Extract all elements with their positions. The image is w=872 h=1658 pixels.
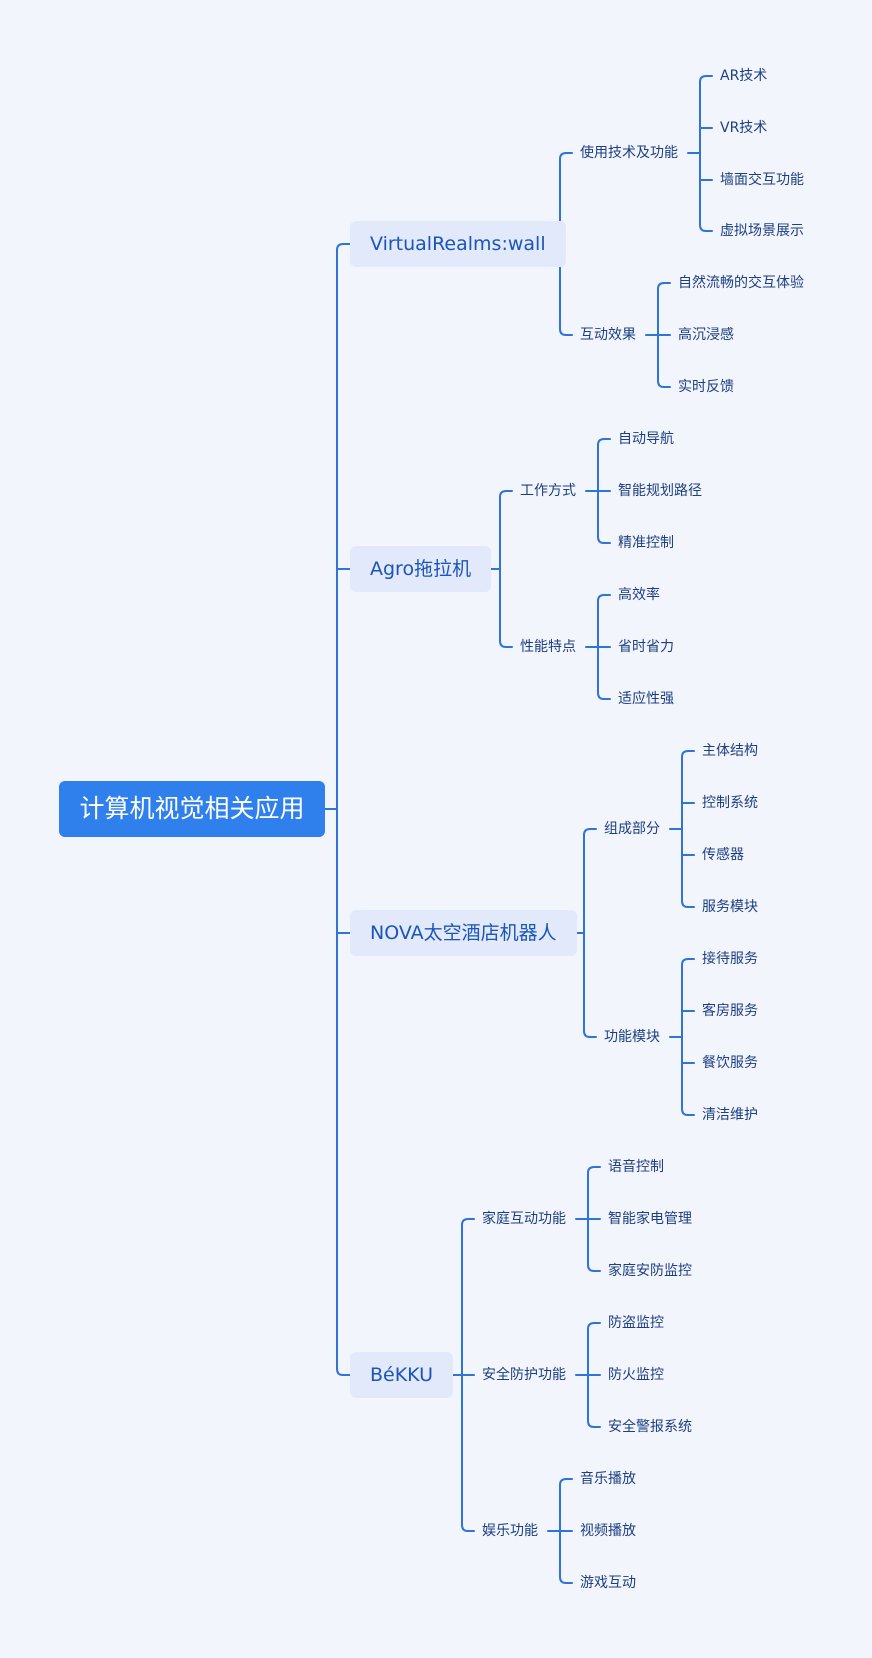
connector-line [583, 1030, 597, 1038]
connector-line [597, 692, 611, 700]
connector-line [336, 1368, 351, 1376]
leaf-topic[interactable]: 语音控制 [608, 1159, 664, 1175]
leaf-topic[interactable]: 实时反馈 [678, 379, 734, 395]
leaf-topic[interactable]: 高效率 [618, 587, 660, 603]
leaf-topic[interactable]: 精准控制 [618, 535, 674, 551]
subtopic[interactable]: 功能模块 [604, 1029, 660, 1045]
connector-line [559, 152, 573, 160]
leaf-topic[interactable]: 视频播放 [580, 1523, 636, 1539]
connector-line [583, 828, 597, 836]
connector-line [681, 1108, 695, 1116]
connector-line [681, 958, 695, 966]
branch-topic[interactable]: VirtualRealms:wall [350, 221, 566, 267]
subtopic[interactable]: 使用技术及功能 [580, 145, 678, 161]
leaf-topic[interactable]: 自动导航 [618, 431, 674, 447]
connector-line [559, 1576, 573, 1584]
branch-topic[interactable]: NOVA太空酒店机器人 [350, 910, 577, 956]
connector-line [499, 490, 513, 498]
connector-line [559, 1478, 573, 1486]
leaf-topic[interactable]: 安全警报系统 [608, 1419, 692, 1435]
connector-line [597, 438, 611, 446]
leaf-topic[interactable]: 客房服务 [702, 1003, 758, 1019]
connector-line [587, 1420, 601, 1428]
leaf-topic[interactable]: 墙面交互功能 [720, 172, 804, 188]
subtopic[interactable]: 安全防护功能 [482, 1367, 566, 1383]
connector-line [597, 536, 611, 544]
leaf-topic[interactable]: VR技术 [720, 120, 768, 136]
connector-line [499, 640, 513, 648]
subtopic[interactable]: 组成部分 [604, 821, 660, 837]
subtopic[interactable]: 家庭互动功能 [482, 1211, 566, 1227]
connector-line [657, 380, 671, 388]
leaf-topic[interactable]: 防火监控 [608, 1367, 664, 1383]
connector-line [587, 1322, 601, 1330]
leaf-topic[interactable]: AR技术 [720, 68, 768, 84]
leaf-topic[interactable]: 家庭安防监控 [608, 1263, 692, 1279]
subtopic[interactable]: 互动效果 [580, 327, 636, 343]
connector-line [699, 75, 713, 83]
leaf-topic[interactable]: 高沉浸感 [678, 327, 734, 343]
subtopic[interactable]: 性能特点 [520, 639, 576, 655]
subtopic[interactable]: 工作方式 [520, 483, 576, 499]
leaf-topic[interactable]: 智能家电管理 [608, 1211, 692, 1227]
connector-line [681, 750, 695, 758]
leaf-topic[interactable]: 自然流畅的交互体验 [678, 275, 804, 291]
root-topic[interactable]: 计算机视觉相关应用 [59, 781, 325, 837]
leaf-topic[interactable]: 游戏互动 [580, 1575, 636, 1591]
connector-line [681, 900, 695, 908]
leaf-topic[interactable]: 接待服务 [702, 951, 758, 967]
connector-line [587, 1166, 601, 1174]
connector-line [461, 1524, 475, 1532]
leaf-topic[interactable]: 餐饮服务 [702, 1055, 758, 1071]
connector-line [597, 594, 611, 602]
leaf-topic[interactable]: 传感器 [702, 847, 744, 863]
connector-line [587, 1264, 601, 1272]
leaf-topic[interactable]: 虚拟场景展示 [720, 223, 804, 239]
leaf-topic[interactable]: 智能规划路径 [618, 483, 702, 499]
leaf-topic[interactable]: 清洁维护 [702, 1107, 758, 1123]
connector-line [657, 282, 671, 290]
leaf-topic[interactable]: 控制系统 [702, 795, 758, 811]
leaf-topic[interactable]: 音乐播放 [580, 1471, 636, 1487]
branch-topic[interactable]: BéKKU [350, 1352, 454, 1398]
leaf-topic[interactable]: 省时省力 [618, 639, 674, 655]
connector-line [559, 328, 573, 336]
leaf-topic[interactable]: 适应性强 [618, 691, 674, 707]
leaf-topic[interactable]: 服务模块 [702, 899, 758, 915]
leaf-topic[interactable]: 防盗监控 [608, 1315, 664, 1331]
subtopic[interactable]: 娱乐功能 [482, 1523, 538, 1539]
connector-line [336, 243, 351, 251]
connector-line [461, 1218, 475, 1226]
connector-line [699, 224, 713, 232]
branch-topic[interactable]: Agro拖拉机 [350, 546, 492, 592]
leaf-topic[interactable]: 主体结构 [702, 743, 758, 759]
